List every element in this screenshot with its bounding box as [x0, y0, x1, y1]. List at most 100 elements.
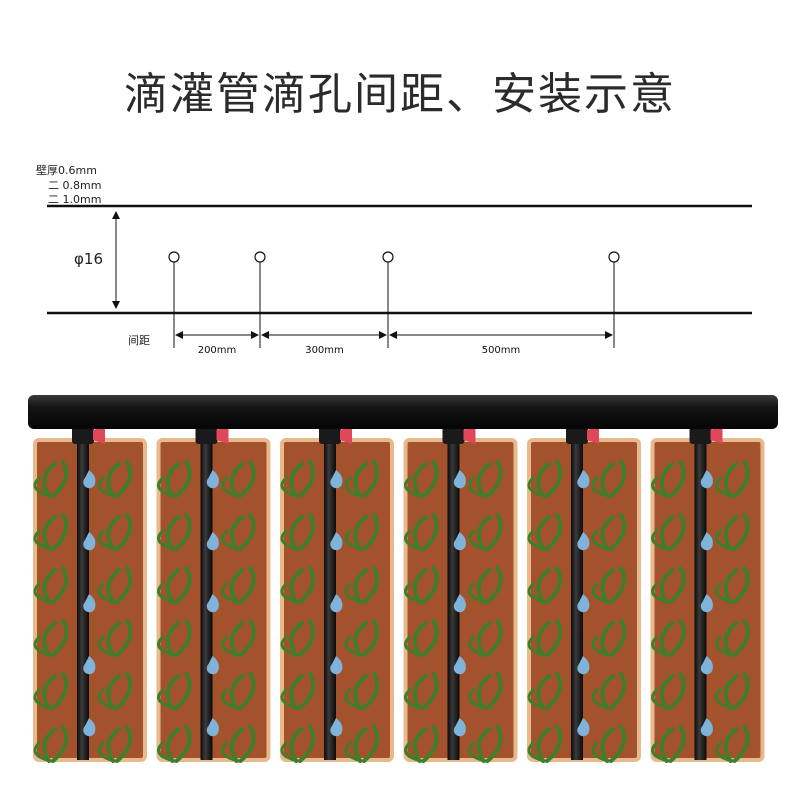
wall-thickness-0.6: 壁厚0.6mm [36, 162, 97, 178]
soil-bed [650, 438, 765, 762]
drip-tube [324, 430, 336, 760]
plant [404, 566, 439, 604]
tube-connector [195, 426, 218, 444]
water-droplet [206, 594, 219, 613]
plant [97, 725, 133, 763]
planting-bed-4 [403, 426, 518, 763]
drip-tube [571, 430, 583, 760]
plant [97, 619, 133, 657]
plant [651, 725, 686, 763]
interval-300: 300mm [305, 345, 344, 356]
plant [591, 725, 627, 763]
plant [97, 566, 133, 604]
tube-connector [442, 426, 465, 444]
plant [344, 725, 380, 763]
drip-hole-3 [382, 251, 394, 348]
planting-bed-6 [650, 426, 765, 763]
plant [221, 566, 256, 604]
planting-bed-5 [527, 426, 641, 763]
interval-200: 200mm [197, 345, 237, 356]
planting-bed-3 [280, 426, 394, 763]
plant [591, 672, 627, 710]
tube-connector [566, 426, 588, 444]
plant [97, 460, 133, 498]
wall-option-3: 1.0mm [62, 193, 102, 206]
spacing-schematic [47, 204, 752, 348]
plant [157, 619, 192, 657]
drip-tube [447, 430, 460, 760]
plant [527, 460, 563, 498]
plant [527, 619, 563, 657]
plant [715, 460, 750, 498]
plant [527, 513, 563, 551]
water-droplet [700, 470, 713, 489]
water-droplet [330, 656, 343, 675]
plant [468, 566, 503, 604]
valve-handle [710, 426, 723, 444]
plant [157, 672, 192, 710]
spacing-label: 间距 [128, 334, 150, 347]
water-droplet [700, 656, 713, 675]
plant [715, 513, 750, 551]
water-droplet [700, 594, 713, 613]
water-droplet [700, 532, 713, 551]
plant [33, 566, 69, 604]
plant [344, 566, 380, 604]
soil-bed [527, 438, 641, 762]
plant [591, 513, 627, 551]
plant [157, 725, 192, 763]
plant [280, 513, 316, 551]
plant [404, 725, 439, 763]
plant [221, 619, 256, 657]
water-droplet [330, 594, 343, 613]
plant [404, 672, 439, 710]
water-droplet [453, 718, 466, 737]
plant [715, 725, 750, 763]
wall-label: 壁厚 [36, 164, 58, 177]
plant [468, 672, 503, 710]
tube-connector [689, 426, 712, 444]
plant [280, 619, 316, 657]
tube-connector [72, 426, 94, 444]
plant [404, 513, 439, 551]
plant [157, 513, 192, 551]
water-droplet [330, 718, 343, 737]
water-droplet [577, 656, 590, 675]
wall-thickness-1.0: 二 1.0mm [48, 193, 102, 206]
main-supply-pipe [28, 395, 778, 429]
water-droplet [206, 718, 219, 737]
plant [468, 460, 503, 498]
valve-handle [216, 426, 229, 444]
plant [468, 619, 503, 657]
plant [221, 513, 256, 551]
soil-bed [156, 438, 271, 762]
valve-handle [340, 426, 352, 444]
plant [344, 513, 380, 551]
plant [33, 460, 69, 498]
plant [280, 672, 316, 710]
water-droplet [453, 656, 466, 675]
plant [157, 566, 192, 604]
plant [280, 725, 316, 763]
plant [715, 619, 750, 657]
water-droplet [206, 470, 219, 489]
plant [97, 513, 133, 551]
plant [651, 619, 686, 657]
plant [651, 672, 686, 710]
plant [591, 460, 627, 498]
water-droplet [206, 532, 219, 551]
soil-bed [403, 438, 518, 762]
water-droplet [453, 532, 466, 551]
water-droplet [453, 470, 466, 489]
plant [33, 513, 69, 551]
water-droplet [700, 718, 713, 737]
plant [651, 460, 686, 498]
interval-500: 500mm [481, 345, 521, 356]
planting-bed-2 [156, 426, 271, 763]
planting-bed-1 [33, 426, 147, 763]
plant [591, 619, 627, 657]
wall-option-2: 0.8mm [62, 179, 102, 192]
plant [468, 725, 503, 763]
drip-hole-2 [254, 251, 266, 348]
plant [344, 460, 380, 498]
